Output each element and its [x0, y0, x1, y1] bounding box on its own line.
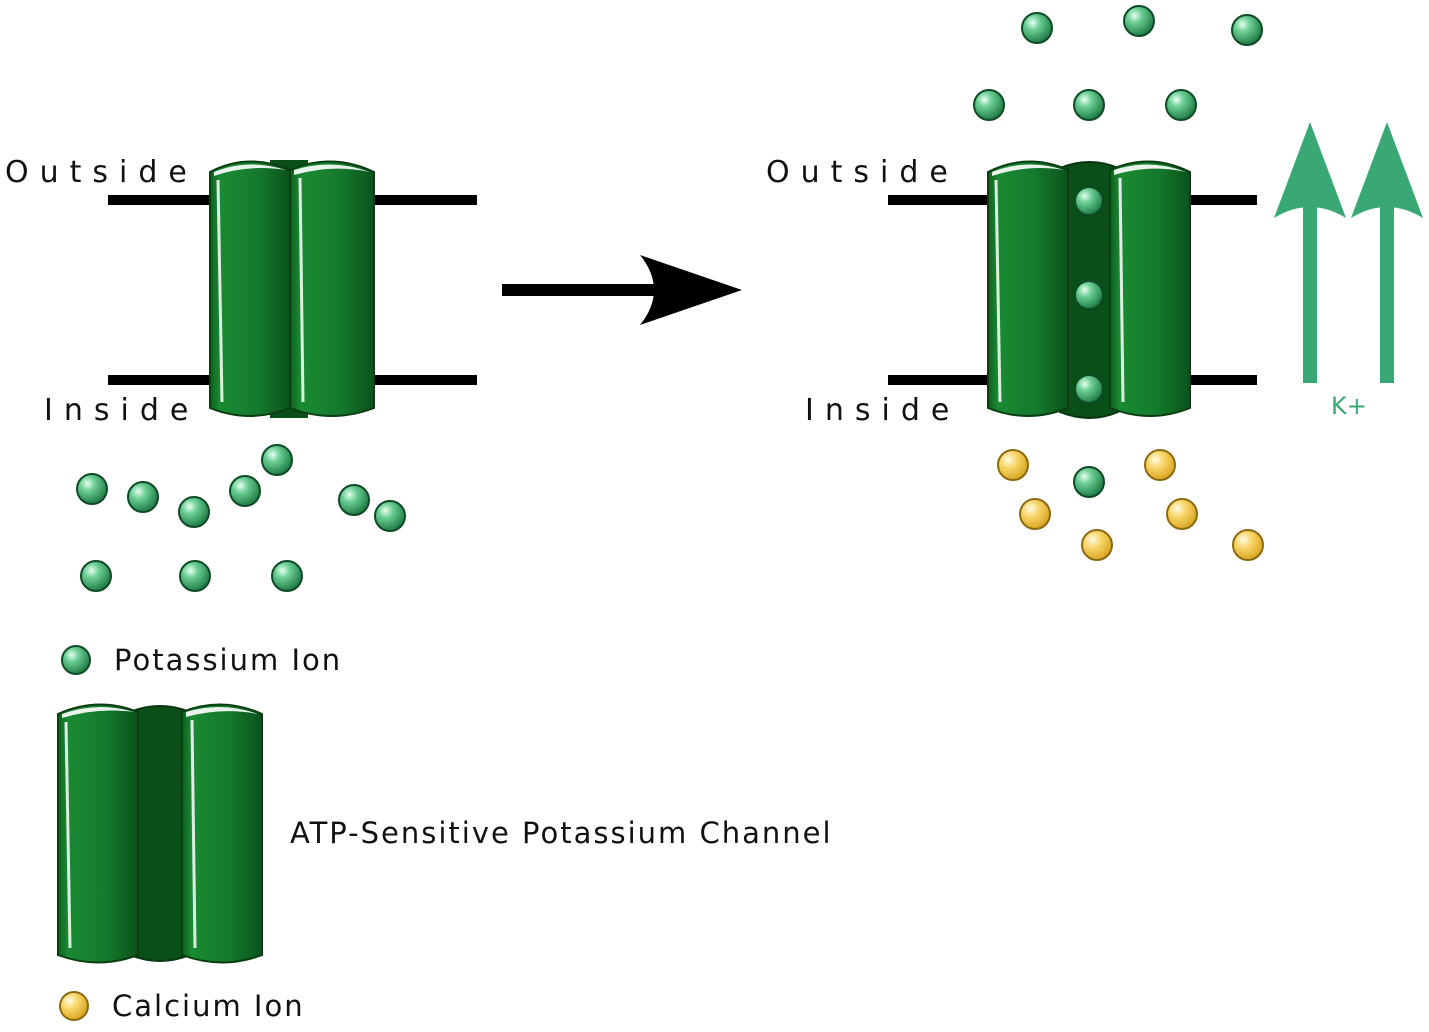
- potassium-ion: [179, 560, 211, 592]
- potassium-ion: [1074, 280, 1104, 310]
- calcium-ion: [1144, 449, 1176, 481]
- open-channel-left-subunit: [987, 160, 1069, 417]
- calcium-ion: [1232, 529, 1264, 561]
- efflux-arrow: [1351, 122, 1423, 383]
- left-membrane-inner-line-left: [108, 375, 212, 385]
- left-outside-label: Outside: [5, 155, 198, 190]
- potassium-ion: [76, 473, 108, 505]
- right-membrane: [888, 195, 1257, 385]
- potassium-ion: [1073, 466, 1105, 498]
- legend-channel-swatch: [57, 703, 263, 964]
- calcium-ion: [1166, 498, 1198, 530]
- legend-calcium-swatch: [59, 991, 89, 1021]
- potassium-ion: [1073, 89, 1105, 121]
- legend-potassium-label: Potassium Ion: [114, 643, 343, 677]
- legend-channel-label: ATP-Sensitive Potassium Channel: [290, 816, 833, 850]
- right-membrane-inner-line-right: [1188, 375, 1257, 385]
- potassium-efflux-arrows: [1274, 122, 1423, 383]
- potassium-ion: [1123, 5, 1155, 37]
- transition-arrow: [502, 255, 742, 325]
- closed-channel-left-subunit: [209, 160, 291, 417]
- left-potassium-ions: [76, 444, 406, 592]
- potassium-ion: [1074, 374, 1104, 404]
- left-membrane-outer-line-right: [372, 195, 477, 205]
- left-inside-label: Inside: [44, 393, 200, 428]
- left-membrane: [108, 195, 477, 385]
- potassium-ion: [1231, 14, 1263, 46]
- potassium-ion: [271, 560, 303, 592]
- efflux-arrow: [1274, 122, 1346, 383]
- potassium-ion: [127, 481, 159, 513]
- calcium-ion: [1081, 529, 1113, 561]
- potassium-ion: [178, 496, 210, 528]
- calcium-ion: [997, 449, 1029, 481]
- legend-calcium-label: Calcium Ion: [112, 989, 305, 1023]
- right-outside-label: Outside: [766, 155, 959, 190]
- open-channel-right-subunit: [1109, 160, 1191, 417]
- potassium-ion: [80, 560, 112, 592]
- potassium-ion: [973, 89, 1005, 121]
- right-outside-potassium-ions: [973, 5, 1263, 121]
- left-membrane-inner-line-right: [372, 375, 477, 385]
- right-membrane-outer-line-left: [888, 195, 990, 205]
- potassium-ion: [229, 475, 261, 507]
- right-inside-label: Inside: [805, 393, 961, 428]
- calcium-ion: [1019, 498, 1051, 530]
- legend-potassium-swatch: [61, 645, 91, 675]
- left-membrane-outer-line-left: [108, 195, 212, 205]
- potassium-ion: [261, 444, 293, 476]
- potassium-ion: [1165, 89, 1197, 121]
- potassium-ion: [1074, 186, 1104, 216]
- closed-channel: [209, 160, 375, 418]
- open-channel: [987, 160, 1191, 419]
- right-inside-ions: [997, 449, 1264, 561]
- potassium-flux-label: K+: [1331, 392, 1367, 420]
- legend: [57, 645, 263, 1021]
- potassium-ion: [338, 484, 370, 516]
- closed-channel-right-subunit: [289, 160, 375, 417]
- right-membrane-inner-line-left: [888, 375, 990, 385]
- potassium-ion: [1021, 12, 1053, 44]
- right-membrane-outer-line-right: [1188, 195, 1257, 205]
- potassium-ion: [374, 500, 406, 532]
